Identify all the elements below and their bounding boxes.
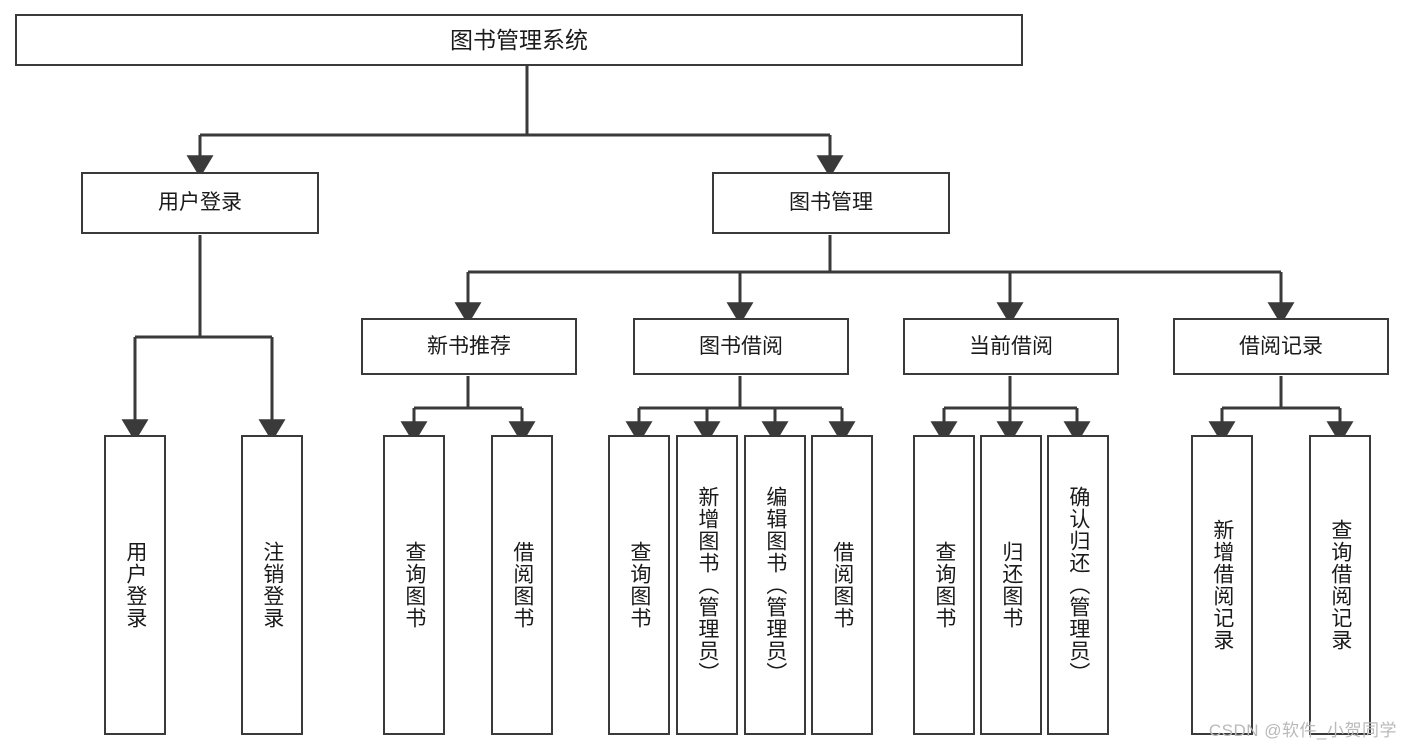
leaf-borrow-record-add-label: 新增借阅记录	[1210, 519, 1234, 651]
leaf-user-login-login-label: 用户登录	[123, 541, 147, 629]
node-current-borrow-label: 当前借阅	[969, 334, 1053, 358]
leaf-new-book-query[interactable]: 查询图书	[383, 435, 445, 735]
leaf-book-borrow-edit[interactable]: 编辑图书（管理员）	[744, 435, 806, 735]
node-root-system[interactable]: 图书管理系统	[15, 14, 1023, 66]
node-new-book-recommend[interactable]: 新书推荐	[361, 318, 577, 375]
watermark-text: CSDN @软件_小贺同学	[1208, 721, 1397, 740]
leaf-user-login-logout-label: 注销登录	[260, 541, 284, 629]
leaf-current-borrow-confirm-return[interactable]: 确认归还（管理员）	[1047, 435, 1109, 735]
leaf-borrow-record-query-label: 查询借阅记录	[1328, 519, 1352, 651]
leaf-current-borrow-confirm-return-label: 确认归还（管理员）	[1066, 486, 1090, 684]
node-borrow-record[interactable]: 借阅记录	[1173, 318, 1389, 375]
leaf-book-borrow-query[interactable]: 查询图书	[608, 435, 670, 735]
leaf-new-book-borrow-label: 借阅图书	[510, 541, 534, 629]
node-user-login-label: 用户登录	[158, 191, 242, 215]
leaf-user-login-login[interactable]: 用户登录	[104, 435, 166, 735]
leaf-user-login-logout[interactable]: 注销登录	[241, 435, 303, 735]
leaf-book-borrow-edit-label: 编辑图书（管理员）	[763, 486, 787, 684]
leaf-book-borrow-borrow[interactable]: 借阅图书	[811, 435, 873, 735]
leaf-current-borrow-query-label: 查询图书	[932, 541, 956, 629]
node-borrow-record-label: 借阅记录	[1239, 334, 1323, 358]
node-book-management-label: 图书管理	[789, 191, 873, 215]
leaf-book-borrow-add[interactable]: 新增图书（管理员）	[676, 435, 738, 735]
node-current-borrow[interactable]: 当前借阅	[903, 318, 1119, 375]
leaf-book-borrow-query-label: 查询图书	[627, 541, 651, 629]
node-book-borrow-label: 图书借阅	[699, 334, 783, 358]
node-new-book-recommend-label: 新书推荐	[427, 334, 511, 358]
node-user-login[interactable]: 用户登录	[81, 172, 319, 234]
leaf-current-borrow-query[interactable]: 查询图书	[913, 435, 975, 735]
leaf-new-book-borrow[interactable]: 借阅图书	[491, 435, 553, 735]
leaf-book-borrow-borrow-label: 借阅图书	[830, 541, 854, 629]
leaf-book-borrow-add-label: 新增图书（管理员）	[695, 486, 719, 684]
leaf-borrow-record-add[interactable]: 新增借阅记录	[1191, 435, 1253, 735]
node-book-borrow[interactable]: 图书借阅	[633, 318, 849, 375]
leaf-new-book-query-label: 查询图书	[402, 541, 426, 629]
leaf-borrow-record-query[interactable]: 查询借阅记录	[1309, 435, 1371, 735]
leaf-current-borrow-return-label: 归还图书	[999, 541, 1023, 629]
node-book-management[interactable]: 图书管理	[712, 172, 950, 234]
leaf-current-borrow-return[interactable]: 归还图书	[980, 435, 1042, 735]
node-root-system-label: 图书管理系统	[450, 26, 588, 53]
